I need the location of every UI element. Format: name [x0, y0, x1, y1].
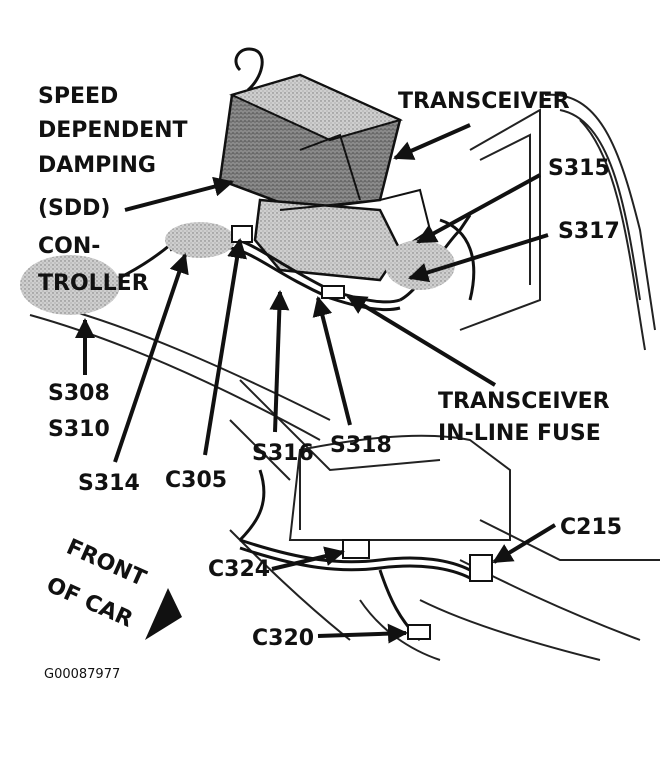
connector-c320	[407, 624, 431, 640]
label-c324: C324	[208, 557, 270, 582]
label-fuse-line2: IN-LINE FUSE	[438, 421, 601, 446]
arrow-transceiver	[393, 123, 471, 160]
label-s314: S314	[78, 471, 140, 496]
inline-fuse	[321, 285, 345, 299]
label-sdd-line5: CON-	[38, 234, 100, 259]
label-sdd-line3: DAMPING	[38, 153, 156, 178]
arrow-c215	[492, 523, 557, 564]
figure-id: G00087977	[44, 667, 120, 682]
connector-c324	[342, 539, 370, 559]
arrow-s314	[113, 253, 189, 463]
label-c215: C215	[560, 515, 622, 540]
front-of-car-arrow	[145, 588, 182, 640]
arrow-s318	[312, 296, 352, 426]
label-c320: C320	[252, 626, 314, 651]
label-transceiver: TRANSCEIVER	[398, 89, 570, 114]
splice-area-s317	[385, 240, 455, 290]
arrow-s316	[269, 290, 290, 433]
callout-arrows	[75, 123, 557, 644]
arrow-c324	[271, 546, 345, 571]
arrow-c305	[203, 238, 247, 456]
label-s317: S317	[558, 219, 620, 244]
connector-c215	[469, 554, 493, 582]
arrow-fuse	[346, 294, 497, 387]
label-s308: S308	[48, 381, 110, 406]
splice-area-left	[165, 222, 235, 258]
arrow-s315	[416, 173, 541, 244]
arrow-s317	[408, 233, 549, 283]
label-sdd-line4: (SDD)	[38, 196, 110, 221]
label-sdd-line6: TROLLER	[38, 271, 149, 296]
label-s315: S315	[548, 156, 610, 181]
label-s310: S310	[48, 417, 110, 442]
transceiver-module	[218, 47, 403, 212]
arrow-c320	[317, 623, 408, 644]
label-fuse-line1: TRANSCEIVER	[438, 389, 610, 414]
splice-area-s308	[20, 255, 120, 315]
label-sdd-line2: DEPENDENT	[38, 118, 188, 143]
label-s318: S318	[330, 433, 392, 458]
arrow-sdd	[124, 176, 234, 212]
label-s316: S316	[252, 441, 314, 466]
label-c305: C305	[165, 468, 227, 493]
connector-c305	[231, 225, 253, 243]
label-sdd-line1: SPEED	[38, 84, 118, 109]
